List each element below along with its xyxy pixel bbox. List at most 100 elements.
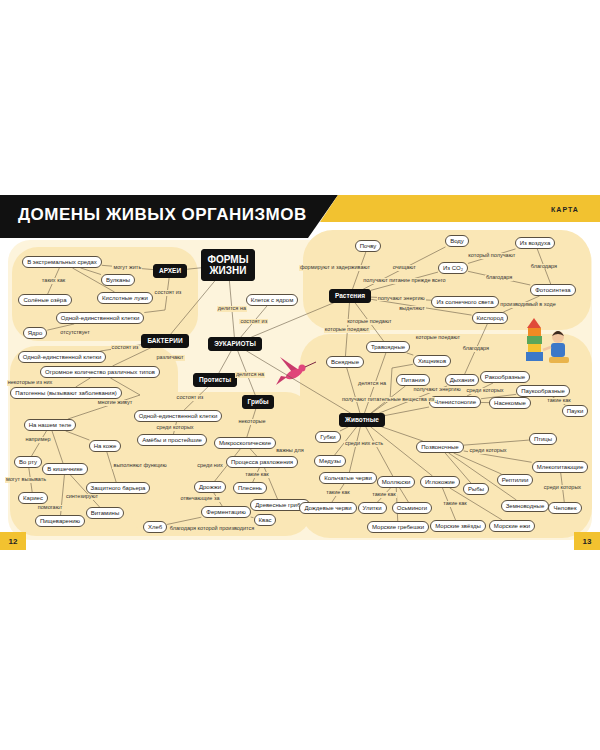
concept-box: Из воздуха [515, 237, 556, 249]
node-text: Кислород [477, 315, 504, 321]
concept-box: Процесса разложения [226, 456, 298, 468]
plants-region [303, 230, 591, 330]
edge-label: различают [155, 355, 184, 361]
section-tag: КАРТА [551, 206, 579, 213]
category-box: Грибы [242, 395, 275, 408]
node-text: Протисты [199, 376, 231, 383]
node-text: ЭУКАРИОТЫ [214, 340, 256, 347]
edge-label: такие как [442, 501, 468, 507]
edge-label: благодаря [462, 346, 490, 352]
node-text: Медузы [319, 458, 341, 464]
concept-box: Дрожжи [194, 481, 226, 493]
category-box: АРХЕИ [153, 264, 187, 277]
page-tab [0, 532, 26, 550]
connector [481, 402, 489, 403]
connector [100, 345, 141, 351]
node-text: Пищеварению [40, 518, 80, 524]
child-legs [549, 357, 569, 363]
child-arm [543, 347, 551, 350]
concept-box: Дождевые черви [299, 502, 356, 514]
edge-label: состоят из [239, 319, 268, 325]
edge-label: могут вызывать [5, 477, 47, 483]
concept-box: Земноводные [501, 500, 550, 512]
concept-box: Питания [396, 374, 430, 386]
edge-label: среди которых [468, 448, 507, 454]
edge-label: помогают [37, 505, 63, 511]
block [527, 336, 542, 344]
concept-box: Защитного барьера [86, 482, 151, 494]
concept-box: Улитки [358, 502, 387, 514]
edge-label: получают питание прежде всего [362, 278, 446, 284]
connector [366, 427, 393, 476]
node-text: Млекопитающие [537, 464, 584, 470]
connector [468, 271, 530, 285]
page-number: 12 [9, 537, 18, 546]
header-stripe [320, 195, 600, 222]
edge-label: таких как [41, 278, 66, 284]
node-text: В кишечнике [47, 466, 82, 472]
concept-box: Морские гребешки [367, 521, 429, 533]
category-box: БАКТЕРИИ [141, 334, 188, 347]
block [526, 352, 543, 361]
concept-box: Из солнечного света [431, 296, 498, 308]
node-text: Морские гребешки [372, 524, 424, 530]
concept-box: На коже [89, 440, 122, 452]
node-text: Улитки [363, 505, 382, 511]
node-text: Рептилии [502, 477, 529, 483]
node-text: Птицы [534, 436, 552, 442]
node-text: Насекомые [494, 400, 526, 406]
concept-box: Паукообразные [516, 385, 570, 397]
block [528, 344, 541, 352]
concept-box: Всеядные [326, 356, 364, 368]
node-text: Травоядные [371, 344, 405, 350]
node-text: Морские звёзды [435, 523, 480, 529]
concept-box: Насекомые [489, 397, 531, 409]
concept-box: Вулканы [101, 274, 135, 286]
node-text: Морские ежи [494, 523, 530, 529]
concept-box: Одной-единственной клетки [56, 312, 145, 324]
node-text: Губки [320, 434, 335, 440]
node-text: Из солнечного света [436, 299, 493, 305]
node-text: Позвоночные [421, 444, 458, 450]
concept-box: Солёные озёра [18, 294, 71, 306]
edge-label: среди которых [155, 425, 194, 431]
title-band [0, 195, 338, 238]
concept-box: Человек [548, 502, 581, 514]
concept-box: Губки [315, 431, 340, 443]
connector [381, 427, 422, 441]
connector [76, 378, 91, 387]
connector [219, 351, 232, 374]
node-text: Защитного барьера [91, 485, 146, 491]
node-text: Почву [360, 243, 377, 249]
edge-label: например [24, 437, 51, 443]
concept-box: Млекопитающие [532, 461, 589, 473]
concept-box: Хлеб [143, 521, 167, 533]
category-box: Протисты [193, 373, 237, 386]
connector [347, 368, 360, 413]
concept-box: Морские звёзды [430, 520, 485, 532]
node-text: Амёбы и простейшие [142, 437, 202, 443]
node-text: Рыбы [468, 486, 484, 492]
edge-label: получают энергию [377, 296, 426, 302]
page-number: 13 [583, 537, 592, 546]
node-text: Грибы [248, 398, 269, 405]
concept-box: Ферментацию [201, 506, 250, 518]
edge-label: отвечающие за [179, 496, 220, 502]
connector [340, 427, 349, 431]
node-text: Древесные грибы [255, 502, 304, 508]
node-text: Ядро [28, 330, 43, 336]
node-text: Вулканы [106, 277, 130, 283]
connector [47, 324, 74, 330]
edge-label: которые поедают [324, 327, 370, 333]
connector [167, 517, 201, 524]
node-text: Дрожжи [199, 484, 221, 490]
edge-label: некоторые [237, 419, 266, 425]
node-text: Огромное количество различных типов [45, 369, 155, 375]
concept-box: Пищеварению [35, 515, 85, 527]
connector [80, 268, 100, 275]
connector [250, 449, 256, 456]
concept-box: Пауки [562, 405, 589, 417]
edge-label: делится на [235, 372, 265, 378]
connector [52, 431, 63, 463]
node-text: БАКТЕРИИ [147, 337, 182, 344]
